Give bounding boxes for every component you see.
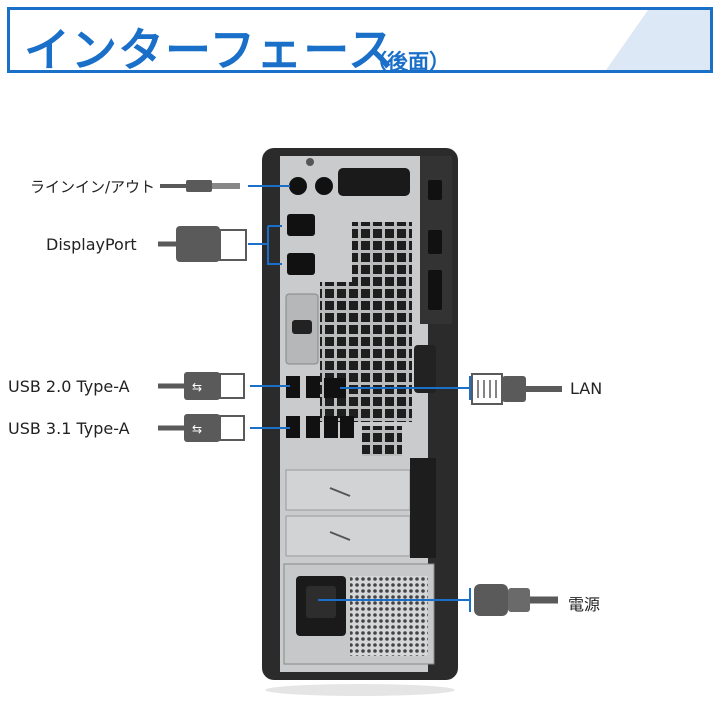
header-banner: インターフェース （後面） bbox=[7, 7, 713, 73]
page-title: インターフェース bbox=[24, 23, 395, 73]
displayport-plug-icon bbox=[158, 226, 247, 262]
svg-text:⇆: ⇆ bbox=[192, 422, 202, 436]
vent-lower bbox=[320, 282, 412, 422]
vent-upper bbox=[352, 222, 412, 282]
label-usb31: USB 3.1 Type-A bbox=[8, 419, 130, 438]
label-displayport: DisplayPort bbox=[46, 235, 137, 254]
power-supply bbox=[283, 563, 435, 665]
option-slot bbox=[285, 293, 319, 365]
label-lan: LAN bbox=[570, 379, 603, 398]
usb-plug-icon-2: ⇆ bbox=[158, 414, 245, 442]
vent-bottom bbox=[362, 426, 402, 456]
power-plug-icon bbox=[474, 584, 558, 616]
audio-jacks bbox=[289, 158, 410, 196]
audio-plug-icon bbox=[160, 180, 240, 192]
expansion-slots bbox=[285, 458, 436, 558]
usb-port-cluster bbox=[286, 376, 354, 438]
label-line-in-out: ラインイン/アウト bbox=[30, 178, 156, 196]
label-usb20: USB 2.0 Type-A bbox=[8, 377, 130, 396]
pointer-lines bbox=[248, 185, 471, 612]
usb-plug-icon-1: ⇆ bbox=[158, 372, 245, 400]
label-power: 電源 bbox=[568, 595, 601, 614]
svg-text:⇆: ⇆ bbox=[192, 380, 202, 394]
lan-plug-icon bbox=[471, 373, 562, 405]
displayport-sockets bbox=[287, 214, 315, 275]
page-subtitle: （後面） bbox=[366, 50, 450, 73]
